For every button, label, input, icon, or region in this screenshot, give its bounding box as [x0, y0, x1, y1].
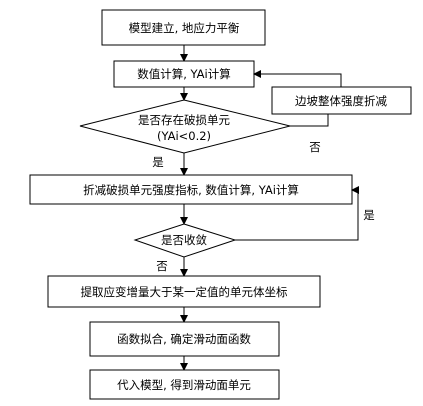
edge-converge-yes — [235, 186, 359, 241]
output-units-box — [89, 369, 280, 400]
extract-coords-box — [47, 275, 321, 308]
edge-reduction-to-calc — [253, 70, 342, 87]
output-units-label: 代入模型, 得到滑动面单元 — [117, 378, 251, 392]
edge-damage-no — [290, 114, 329, 127]
fit-function-label: 函数拟合, 确定滑动面函数 — [117, 332, 251, 346]
damage-decision-label-line2: (YAi<0.2) — [157, 129, 211, 143]
damage-decision-label-line1: 是否存在破损单元 — [138, 113, 230, 127]
reduce-damaged-label: 折减破损单元强度指标, 数值计算, YAi计算 — [83, 183, 299, 197]
model-setup-label: 模型建立, 地应力平衡 — [129, 21, 240, 35]
numeric-calc-label: 数值计算, YAi计算 — [137, 67, 231, 81]
model-setup-box — [101, 9, 266, 46]
fit-function-box — [89, 321, 280, 357]
converge-yes-label: 是 — [363, 208, 375, 222]
damage-yes-label: 是 — [152, 155, 164, 169]
converge-decision-label: 是否收敛 — [161, 233, 207, 247]
extract-coords-label: 提取应变增量大于某一定值的单元体坐标 — [81, 285, 288, 299]
converge-no-label: 否 — [156, 259, 168, 273]
damage-no-label: 否 — [309, 140, 321, 154]
slope-reduction-label: 边坡整体强度折减 — [295, 94, 387, 108]
numeric-calc-box — [113, 60, 255, 88]
